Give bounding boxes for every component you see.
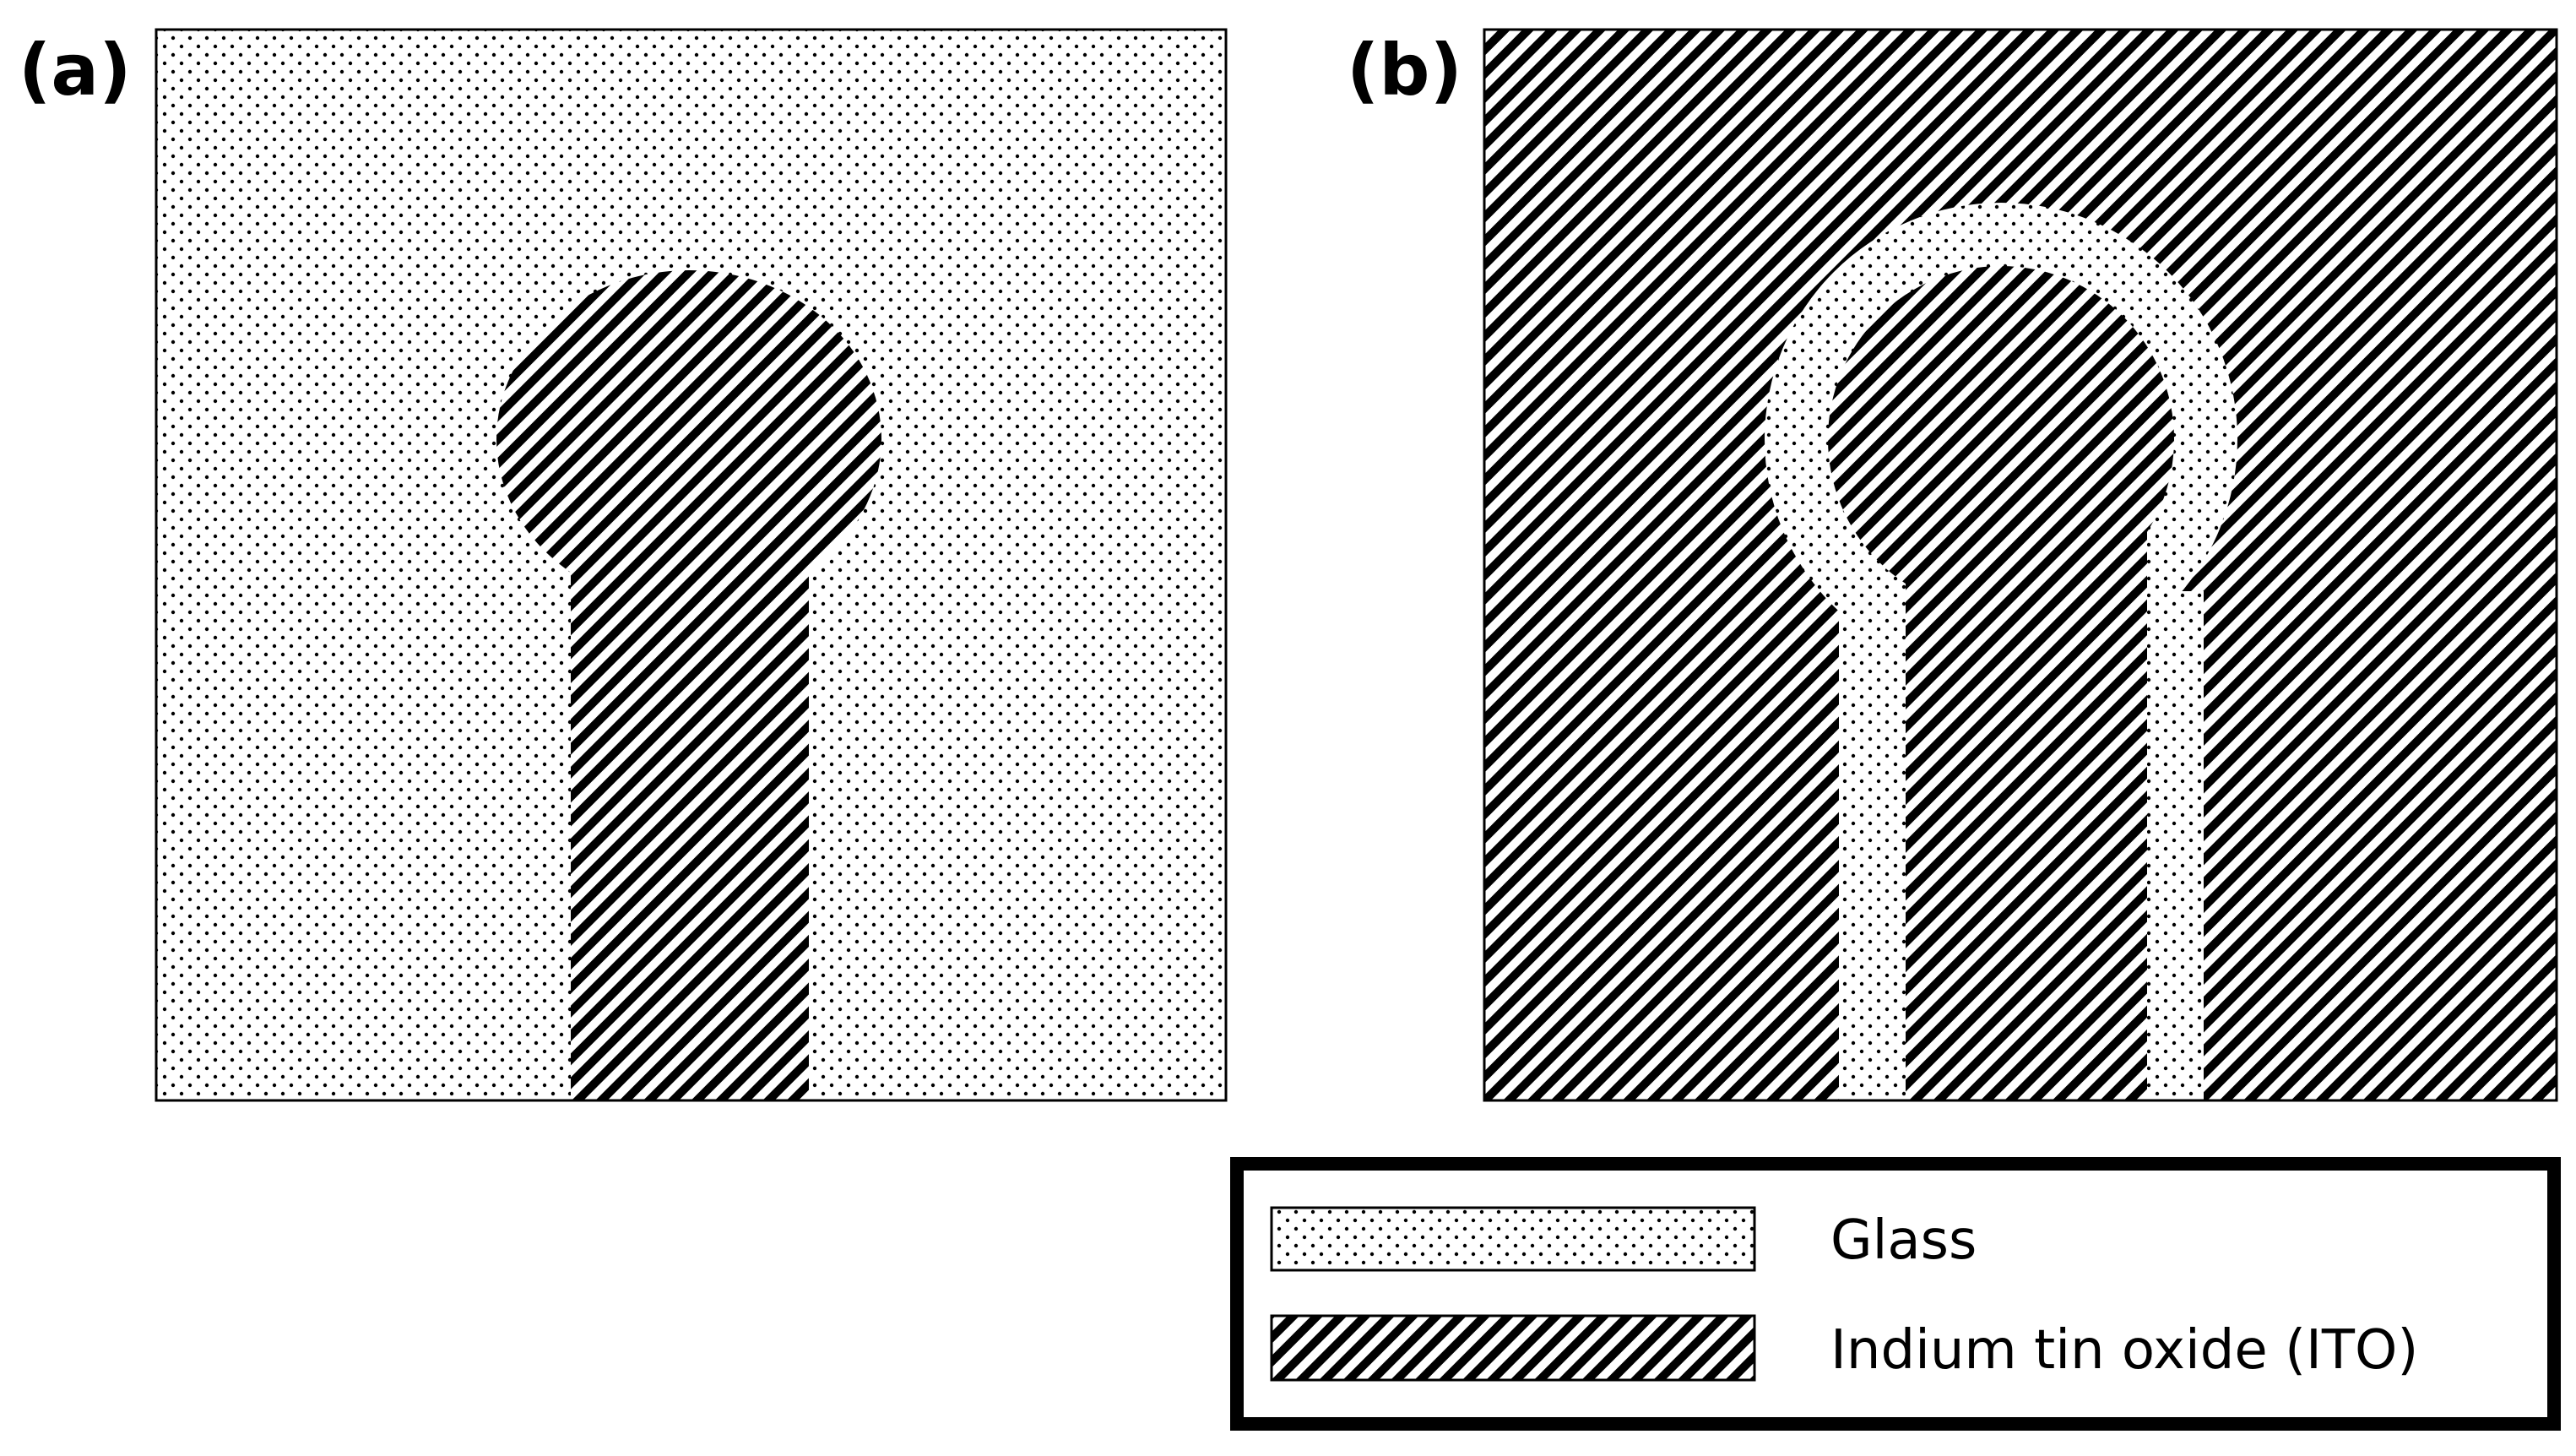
panel-a-frame [155, 28, 1228, 1102]
legend-label-ito: Indium tin oxide (ITO) [1830, 1319, 2418, 1382]
legend-swatch-glass [1270, 1206, 1756, 1272]
legend-item-glass: Glass [1270, 1206, 1977, 1272]
panel-b-frame [1483, 28, 2558, 1102]
panel-b: (b) [1347, 28, 2558, 1102]
panel-b-label: (b) [1347, 29, 1462, 111]
legend-label-glass: Glass [1830, 1209, 1977, 1272]
panel-a-ito-electrode [496, 270, 881, 1100]
legend-item-ito: Indium tin oxide (ITO) [1270, 1314, 2418, 1382]
panel-b-ito-electrode [1828, 266, 2174, 1100]
panel-a-ito-electrode-lead [571, 524, 809, 1100]
panel-b-ito-electrode-lead [1906, 524, 2147, 1100]
legend: Glass Indium tin oxide (ITO) [1230, 1157, 2561, 1431]
panel-a: (a) [19, 28, 1228, 1102]
panel-a-label: (a) [19, 29, 131, 111]
legend-swatch-ito [1270, 1314, 1756, 1382]
legend-frame [1230, 1157, 2561, 1431]
